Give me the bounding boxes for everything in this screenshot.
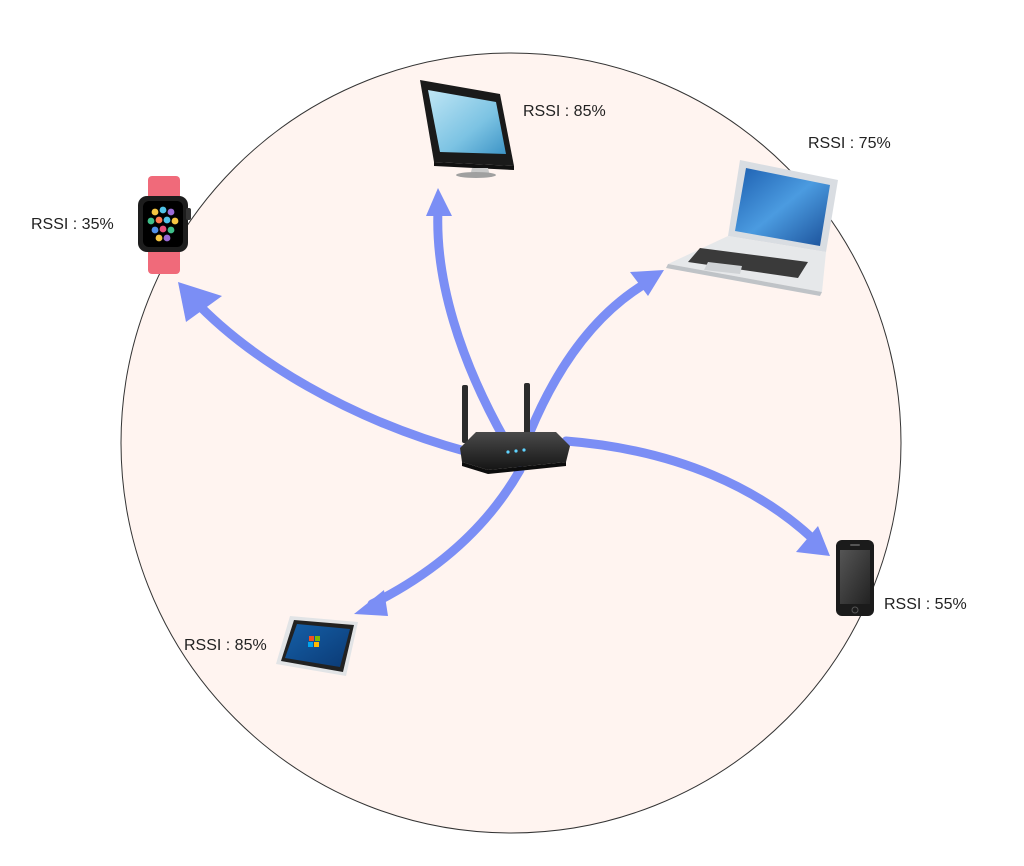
rssi-label-watch: RSSI : 35%	[31, 216, 114, 233]
smartwatch-icon	[138, 176, 191, 274]
tablet-icon	[276, 616, 358, 676]
arrow-to-desktop-head	[426, 188, 452, 216]
arrow-to-phone-head	[796, 526, 830, 556]
arrow-to-tablet-head	[354, 590, 388, 616]
rssi-label-desktop: RSSI : 85%	[523, 103, 606, 120]
arrow-to-watch	[187, 293, 473, 457]
rssi-label-phone: RSSI : 55%	[884, 596, 967, 613]
arrow-to-tablet	[367, 465, 525, 609]
arrow-to-phone	[561, 436, 817, 543]
arrow-to-watch-head	[178, 282, 222, 322]
rssi-label-tablet: RSSI : 85%	[184, 637, 267, 654]
arrow-to-desktop	[433, 205, 510, 445]
smartphone-icon	[836, 540, 874, 616]
arrow-to-laptop-head	[630, 270, 664, 296]
signal-arrows	[178, 188, 830, 616]
arrow-to-laptop	[525, 277, 653, 437]
desktop-monitor-icon	[420, 80, 514, 178]
rssi-label-laptop: RSSI : 75%	[808, 135, 891, 152]
laptop-icon	[666, 160, 838, 296]
wifi-router-icon	[460, 383, 570, 474]
